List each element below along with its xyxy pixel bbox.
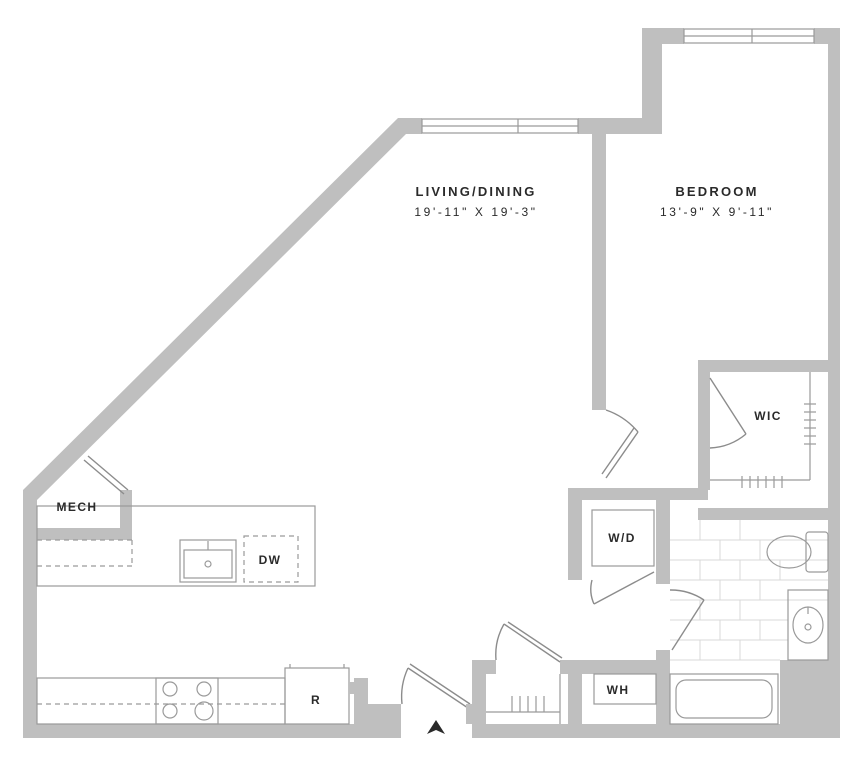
kitchen — [36, 505, 356, 725]
kitchen-sink — [179, 539, 237, 583]
bath-tiles — [670, 520, 828, 661]
refrigerator — [284, 667, 350, 725]
door-mech — [83, 459, 125, 495]
doors — [83, 377, 747, 724]
bath-vanity — [787, 589, 829, 661]
wall-bath-corner — [780, 660, 828, 738]
range — [155, 677, 219, 725]
wic-label: WIC — [754, 409, 782, 423]
wall-bottom-far-right — [570, 724, 840, 738]
bedroom-dims: 13'-9" X 9'-11" — [660, 205, 774, 219]
wall-linen-top — [472, 660, 496, 674]
wall-left — [23, 490, 37, 738]
wall-bottom-left — [23, 724, 401, 738]
wall-wh-left — [568, 660, 582, 738]
wall-living-top — [398, 118, 422, 134]
wh-label: WH — [607, 683, 630, 697]
wall-wd-right — [656, 488, 670, 584]
wall-partition-bedroom — [592, 134, 606, 410]
door-linen — [495, 623, 505, 661]
living-dining-dims: 19'-11" X 19'-3" — [414, 205, 537, 219]
washer-dryer — [591, 509, 655, 567]
wall-bedroom-top-left — [642, 28, 684, 44]
toilet — [766, 531, 829, 573]
entry-arrow-icon — [427, 720, 445, 734]
kitchen-counter — [36, 677, 286, 725]
door-bedroom — [605, 409, 639, 433]
linen-shelving — [486, 674, 561, 724]
wic-shelving — [710, 372, 816, 488]
wall-right — [828, 28, 840, 738]
windows — [421, 28, 815, 134]
wall-linen-left — [472, 660, 486, 738]
wall-living-top-right — [578, 118, 644, 134]
bathroom — [669, 520, 829, 725]
door-wd — [593, 571, 655, 605]
wall-diagonal — [23, 118, 420, 506]
door-entry — [400, 667, 409, 705]
water-heater — [593, 673, 657, 705]
wall-wic-bottom — [698, 508, 828, 520]
dishwasher-label: DW — [259, 553, 282, 567]
dishwasher — [243, 535, 299, 583]
refrigerator-label: R — [311, 693, 321, 707]
wall-wic-top — [698, 360, 828, 372]
wall-closet-block — [568, 488, 708, 500]
wall-bottom-right — [472, 724, 570, 738]
wall-wd-left — [568, 488, 582, 580]
mech-label: MECH — [57, 500, 98, 514]
bathtub — [669, 673, 779, 725]
door-bath — [669, 589, 705, 601]
wall-mech-bottom — [23, 528, 132, 540]
bedroom-label: BEDROOM — [675, 184, 758, 199]
door-wic — [709, 377, 747, 435]
wall-bedroom-left — [642, 28, 662, 134]
wall-wh-top — [560, 660, 670, 674]
kitchen-island — [36, 505, 316, 587]
wall-mech-right — [120, 490, 132, 530]
walls — [23, 28, 840, 738]
wall-wic-left — [698, 360, 710, 490]
living-dining-label: LIVING/DINING — [415, 184, 536, 199]
wd-label: W/D — [608, 531, 636, 545]
wall-entry-left-b — [354, 704, 401, 738]
